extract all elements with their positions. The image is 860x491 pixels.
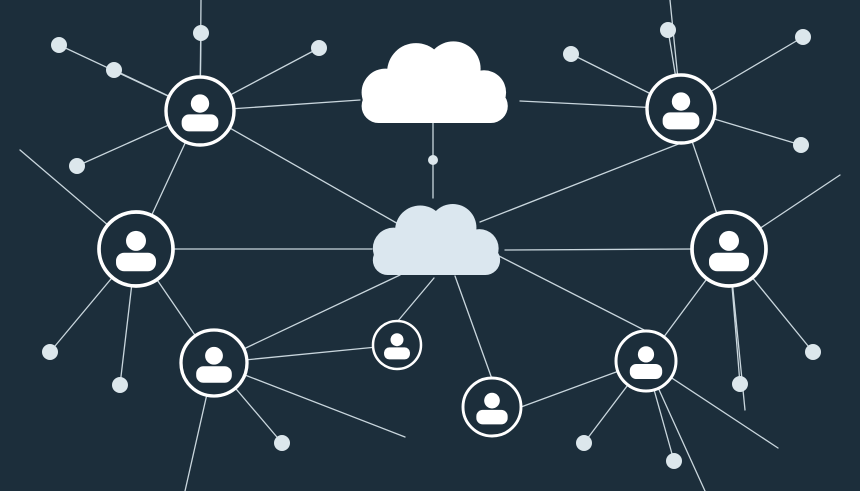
node-dot <box>193 25 209 41</box>
node-dot <box>795 29 811 45</box>
user-icon-head <box>719 230 739 251</box>
user-icon <box>709 230 749 272</box>
node-dot <box>732 376 748 392</box>
user-icon-head <box>390 333 404 347</box>
connection-line <box>199 110 401 226</box>
user-icon-head <box>126 230 146 251</box>
node-dot <box>42 344 58 360</box>
user-bottom-right <box>614 329 678 393</box>
node-dot <box>112 377 128 393</box>
user-icon-head <box>484 392 500 409</box>
node-dot <box>666 453 682 469</box>
node-dot <box>51 37 67 53</box>
user-icon-head <box>671 92 691 111</box>
user-bottom-center <box>461 376 523 438</box>
connection-line <box>479 142 682 223</box>
user-icon <box>476 392 508 425</box>
user-icon-body <box>662 112 700 130</box>
user-icon-head <box>637 346 655 363</box>
node-dot <box>576 435 592 451</box>
user-top-left <box>164 75 236 147</box>
node-dot <box>311 40 327 56</box>
user-icon <box>181 94 219 132</box>
user-bottom-left <box>179 328 249 398</box>
node-dot <box>274 435 290 451</box>
connection-line <box>396 277 435 323</box>
user-nodes <box>97 73 768 438</box>
node-dot <box>106 62 122 78</box>
node-dot <box>660 22 676 38</box>
user-icon <box>629 346 663 379</box>
user-top-right <box>645 73 717 145</box>
user-icon <box>196 346 232 383</box>
endpoint-dots <box>42 22 821 469</box>
user-mid-right <box>690 210 768 288</box>
user-icon-body <box>116 252 156 272</box>
node-dot <box>805 344 821 360</box>
user-icon-body <box>709 252 749 272</box>
user-icon-body <box>384 347 410 360</box>
connection-line <box>504 248 693 251</box>
connection-line <box>454 275 493 380</box>
user-icon-head <box>190 94 210 113</box>
user-icon <box>116 230 156 272</box>
user-center-small <box>371 319 423 371</box>
node-dot <box>793 137 809 153</box>
user-icon <box>662 92 700 130</box>
user-icon-body <box>181 114 219 132</box>
user-icon-body <box>196 366 232 383</box>
node-dot <box>563 46 579 62</box>
user-icon-body <box>476 409 508 425</box>
user-icon <box>384 333 410 360</box>
node-dot <box>428 155 438 165</box>
node-dot <box>69 158 85 174</box>
user-icon-body <box>629 364 663 379</box>
user-mid-left <box>97 210 175 288</box>
user-icon-head <box>205 346 223 365</box>
connection-line <box>496 254 647 332</box>
